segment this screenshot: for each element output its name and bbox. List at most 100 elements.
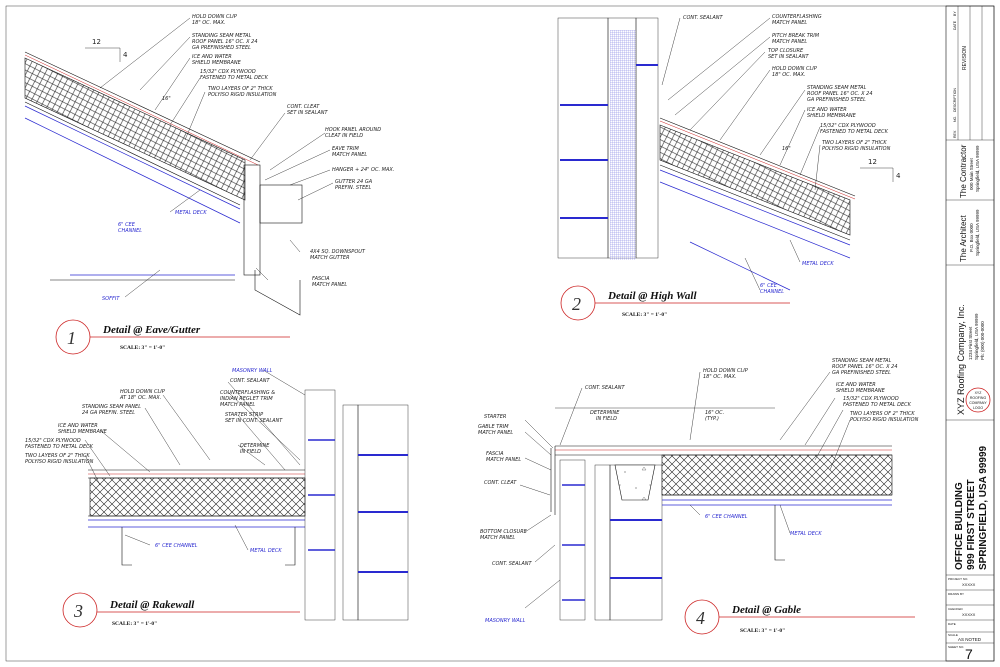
- drawing-label: COMPANY: [969, 401, 987, 405]
- drawing-label: MATCH PANEL: [772, 20, 807, 26]
- drawing-label: STANDING SEAM METAL: [192, 33, 252, 39]
- drawing-label: MATCH PANEL: [772, 39, 807, 45]
- drawing-label: HOLD DOWN CLIP: [192, 14, 237, 20]
- drawing-label: STARTER STRIP: [225, 412, 263, 418]
- drawing-label: CONT. CLEAT: [484, 480, 517, 486]
- drawing-label: SHEET NO.: [948, 645, 964, 649]
- drawing-label: SET IN SEALANT: [287, 110, 328, 116]
- drawing-label: FASTENED TO METAL DECK: [25, 444, 94, 450]
- drawing-label: HOLD DOWN CLIP: [703, 368, 748, 374]
- drawing-label: 16" OC.: [705, 410, 724, 416]
- detail-1-title: 1 Detail @ Eave/Gutter SCALE: 3" = 1'-0": [55, 319, 290, 355]
- drawing-label: METAL DECK: [175, 210, 207, 216]
- drawing-label: SCALE: 3" = 1'-0": [120, 345, 165, 351]
- drawing-label: 6" CEE: [760, 283, 778, 289]
- drawing-label: DATE: [953, 20, 957, 30]
- drawing-label: SHIELD MEMBRANE: [192, 60, 242, 66]
- drawing-label: MATCH PANEL: [332, 152, 367, 158]
- drawing-label: PREFIN. STEEL: [335, 185, 371, 191]
- drawing-label: 15/32" CDX PLYWOOD: [820, 123, 876, 129]
- drawing-label: 12: [92, 38, 101, 46]
- drawing-label: POLYISO RIGID INSULATION: [850, 417, 919, 423]
- slope-indicator-2: 12 4: [860, 158, 901, 182]
- contractor-name: The Contractor: [959, 144, 968, 198]
- drawing-label: MATCH PANEL: [486, 457, 521, 463]
- drawing-label: MATCH PANEL: [480, 535, 515, 541]
- drawing-label: DETERMINE: [590, 410, 620, 416]
- drawing-label: DESCRIPTION: [953, 88, 957, 112]
- drawing-label: POLYISO RIGID INSULATION: [25, 459, 94, 465]
- detail-3-title: 3 Detail @ Rakewall SCALE: 3" = 1'-0": [62, 592, 300, 628]
- drawing-label: 6" CEE: [118, 222, 136, 228]
- drawing-label: IN FIELD: [596, 416, 617, 422]
- drawing-label: DRAWN BY: [948, 592, 964, 596]
- drawing-label: 3: [73, 601, 83, 621]
- detail-1-eave-gutter: 12 4 16" HOLD DOWN CLIP 18" OC. MAX. STA…: [24, 14, 394, 355]
- drawing-label: 18" OC. MAX.: [772, 72, 806, 78]
- drawing-label: 4: [896, 172, 901, 180]
- drawing-label: DETERMINE: [240, 443, 270, 449]
- drawing-label: COUNTERFLASHING &: [220, 390, 275, 396]
- drawing-label: 999 FIRST STREET: [966, 479, 977, 570]
- drawing-label: 6" CEE CHANNEL: [155, 543, 198, 549]
- drawing-label: 4X4 SQ. DOWNSPOUT: [310, 249, 366, 255]
- drawing-label: XXXXX: [962, 612, 976, 617]
- company-name: XYZ Roofing Company, Inc.: [956, 304, 966, 415]
- drawing-label: SHIELD MEMBRANE: [58, 429, 108, 435]
- drawing-label: CHANNEL: [760, 289, 784, 295]
- drawing-label: MATCH PANEL: [220, 402, 255, 408]
- drawing-label: POLYISO RIGID INSULATION: [822, 146, 891, 152]
- drawing-label: Detail @ Eave/Gutter: [102, 324, 201, 336]
- drawing-label: 4: [123, 51, 128, 59]
- drawing-label: SCALE: 3" = 1'-0": [622, 312, 667, 318]
- drawing-label: HOLD DOWN CLIP: [772, 66, 817, 72]
- drawing-label: SPRINGFIELD, USA 99999: [978, 445, 989, 570]
- drawing-label: AS NOTED: [958, 637, 982, 642]
- drawing-label: 15/32" CDX PLYWOOD: [200, 69, 256, 75]
- drawing-label: CONT. SEALANT: [585, 385, 626, 391]
- drawing-label: FASTENED TO METAL DECK: [843, 402, 912, 408]
- drawing-label: FASCIA: [486, 451, 504, 457]
- drawing-label: 1234 First Street: [968, 326, 973, 360]
- drawing-label: METAL DECK: [802, 261, 834, 267]
- drawing-label: 15/32" CDX PLYWOOD: [843, 396, 899, 402]
- drawing-label: CONT. SEALANT: [683, 15, 724, 21]
- drawing-label: 16": [782, 146, 791, 152]
- drawing-label: ICE AND WATER: [58, 423, 98, 429]
- drawing-label: Detail @ High Wall: [607, 290, 697, 302]
- detail-4-gable: CONT. SEALANT HOLD DOWN CLIP 18" OC. MAX…: [478, 358, 919, 635]
- drawing-label: 18" OC. MAX.: [192, 20, 226, 26]
- drawing-label: GA PREFINISHED STEEL: [807, 97, 866, 103]
- drawing-label: 24 GA PREFIN. STEEL: [82, 410, 135, 416]
- drawing-label: BOTTOM CLOSURE: [480, 529, 528, 535]
- drawing-label: 6" CEE CHANNEL: [705, 514, 748, 520]
- drawing-label: TWO LAYERS OF 2" THICK: [850, 411, 915, 417]
- sheet-number: 7: [965, 646, 973, 662]
- drawing-label: FASCIA: [312, 276, 330, 282]
- drawing-label: ICE AND WATER: [836, 382, 876, 388]
- revision-header: REVISION: [962, 46, 968, 70]
- drawing-label: 12: [868, 158, 877, 166]
- drawing-label: METAL DECK: [250, 548, 282, 554]
- drawing-label: HANGER + 24" OC. MAX.: [332, 167, 394, 173]
- drawing-label: Detail @ Rakewall: [109, 599, 195, 611]
- drawing-label: P.O. Box 0000: [969, 223, 974, 252]
- drawing-label: FASTENED TO METAL DECK: [200, 75, 269, 81]
- drawing-label: LOGO: [973, 406, 983, 410]
- drawing-label: MATCH PANEL: [478, 430, 513, 436]
- slope-indicator-1: 12 4: [85, 38, 128, 62]
- company-logo: XYZ ROOFING COMPANY LOGO: [965, 387, 991, 413]
- drawing-label: 1: [67, 328, 76, 348]
- drawing-label: HOLD DOWN CLIP: [120, 389, 165, 395]
- drawing-label: COUNTERFLASHING: [772, 14, 822, 20]
- drawing-label: (TYP.): [705, 416, 719, 422]
- drawing-label: REV.: [953, 130, 957, 138]
- drawing-label: NO.: [953, 116, 957, 122]
- drawing-label: ICE AND WATER: [807, 107, 847, 113]
- drawing-label: TWO LAYERS OF 2" THICK: [208, 86, 273, 92]
- drawing-label: GA PREFINISHED STEEL: [192, 45, 251, 51]
- drawing-label: IN FIELD: [240, 449, 261, 455]
- drawing-label: MATCH GUTTER: [310, 255, 350, 261]
- architect-name: The Architect: [959, 215, 968, 262]
